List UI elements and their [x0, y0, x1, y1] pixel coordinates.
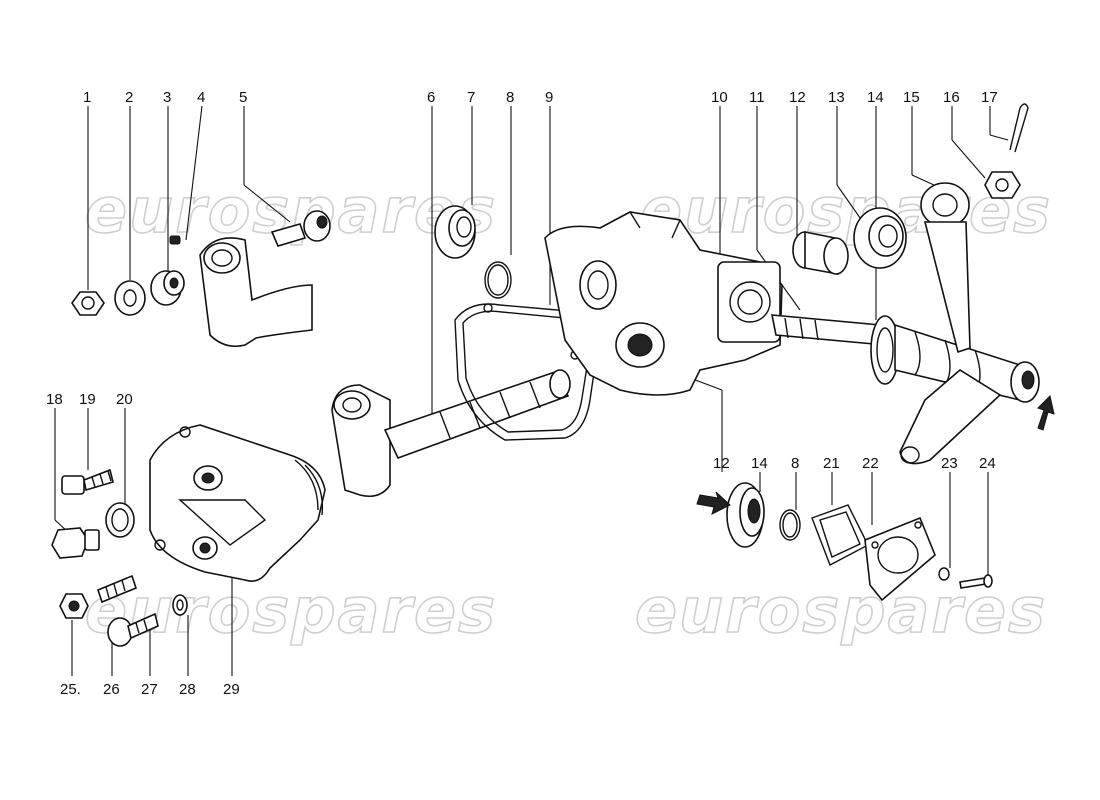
callout-6: 6	[427, 89, 435, 106]
part-8-o-ring-lower	[779, 509, 801, 541]
callout-28: 28	[179, 681, 196, 698]
callout-18: 18	[46, 391, 63, 408]
callout-5: 5	[239, 89, 247, 106]
part-16-castle-nut	[984, 171, 1021, 199]
callout-21: 21	[823, 455, 840, 472]
callout-12-top: 12	[789, 89, 806, 106]
callout-1: 1	[83, 89, 91, 106]
callout-20: 20	[116, 391, 133, 408]
part-8-o-ring	[484, 261, 512, 299]
part-22-cover-plate	[864, 516, 936, 602]
part-3-bush	[150, 270, 185, 306]
drop-arm-sketch	[199, 237, 313, 348]
worm-gear	[894, 323, 1040, 403]
callout-14-top: 14	[867, 89, 884, 106]
part-13-oil-seal	[853, 207, 907, 269]
part-24-bolt	[959, 574, 993, 589]
part-28-washer	[172, 594, 188, 616]
part-5-grease-nipple	[270, 210, 331, 247]
part-12-bush-top	[792, 231, 849, 275]
part-23-washer	[938, 567, 950, 581]
callout-25: 25.	[60, 681, 81, 698]
part-7-oil-seal	[434, 205, 476, 259]
callout-17: 17	[981, 89, 998, 106]
callout-19: 19	[79, 391, 96, 408]
part-20-washer	[105, 502, 135, 538]
callout-4: 4	[197, 89, 205, 106]
callout-7: 7	[467, 89, 475, 106]
part-11-worm-shaft	[771, 314, 887, 346]
callout-29: 29	[223, 681, 240, 698]
callout-24: 24	[979, 455, 996, 472]
part-25-nut	[59, 593, 89, 619]
part-26-stud	[97, 574, 137, 604]
arrow-right	[1037, 395, 1055, 431]
callout-8-top: 8	[506, 89, 514, 106]
part-6-sector-shaft	[331, 369, 571, 498]
callout-27: 27	[141, 681, 158, 698]
callout-16: 16	[943, 89, 960, 106]
part-18-filler-plug	[51, 527, 100, 559]
part-2-tab-washer	[114, 280, 146, 316]
callout-12-lower: 12	[713, 455, 730, 472]
part-10-steering-box-housing	[544, 211, 783, 396]
part-1-hex-nut	[71, 291, 105, 316]
part-27-adjusting-screw	[107, 612, 159, 647]
callout-15: 15	[903, 89, 920, 106]
part-14-bearing	[870, 315, 900, 385]
part-14-bearing-lower	[726, 482, 765, 548]
part-19-bolt	[61, 468, 114, 495]
callout-22: 22	[862, 455, 879, 472]
callout-8-lower: 8	[791, 455, 799, 472]
callout-2: 2	[125, 89, 133, 106]
part-4-plug	[169, 235, 181, 245]
callout-11: 11	[749, 89, 765, 106]
arrow-lower	[696, 491, 731, 515]
watermark-bottom-left: eurospares	[85, 574, 497, 647]
part-21-gasket	[811, 504, 869, 566]
part-29-side-cover	[149, 424, 326, 582]
callout-labels: 1 2 3 4 5 6 7 8 9 10 11 12 13 14 15 16 1…	[46, 89, 998, 698]
callout-26: 26	[103, 681, 120, 698]
callout-13: 13	[828, 89, 845, 106]
callout-3: 3	[163, 89, 171, 106]
watermark-top-right: eurospares	[640, 174, 1052, 247]
callout-9: 9	[545, 89, 553, 106]
callout-23: 23	[941, 455, 958, 472]
part-17-split-pin	[1009, 103, 1029, 153]
part-15-drop-arm	[899, 182, 1002, 465]
callout-14-lower: 14	[751, 455, 768, 472]
callout-10: 10	[711, 89, 728, 106]
